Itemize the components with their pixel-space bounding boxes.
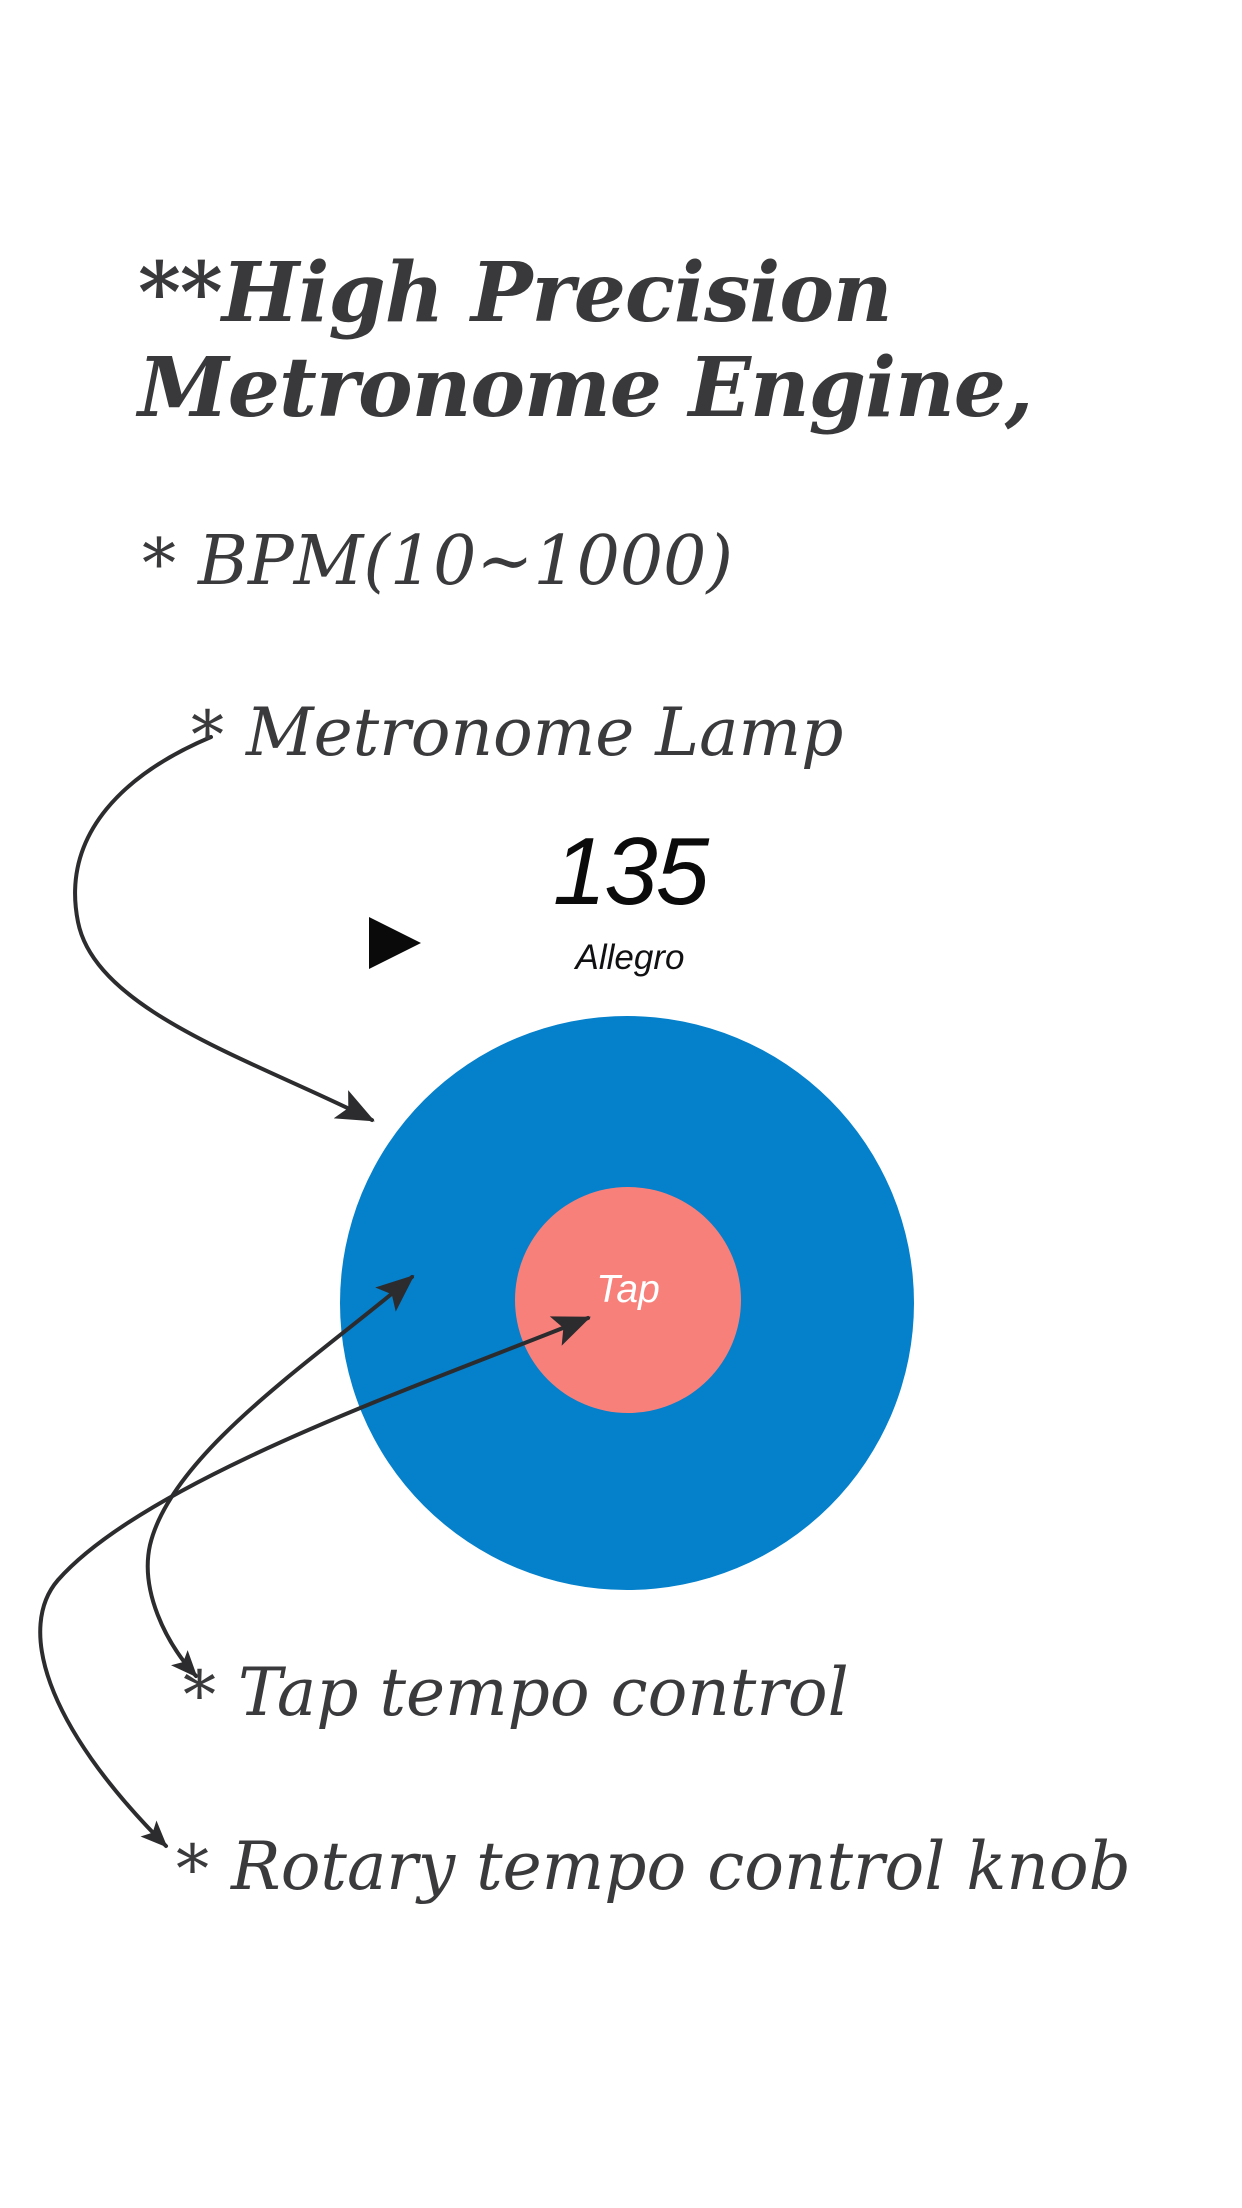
feature-tap-tempo: * Tap tempo control — [183, 1657, 849, 1734]
feature-tap-tempo-label: Tap tempo control — [238, 1654, 849, 1731]
feature-rotary-knob: * Rotary tempo control knob — [176, 1831, 1131, 1908]
annotation-arrow-rotary-knob — [38, 1316, 591, 1848]
feature-metronome-lamp-label: Metronome Lamp — [246, 694, 844, 771]
bpm-value-display: 135 — [552, 818, 709, 925]
page-title-line2: Metronome Engine, — [138, 340, 1033, 436]
bullet-asterisk: * — [183, 1657, 216, 1734]
page-title: **High Precision Metronome Engine, — [138, 246, 1038, 436]
feature-bpm-range: * BPM(10∼1000) — [142, 525, 733, 604]
bullet-asterisk: * — [142, 525, 176, 604]
play-button[interactable] — [369, 917, 421, 969]
tempo-marking-label: Allegro — [575, 938, 685, 977]
bullet-asterisk: * — [191, 697, 224, 774]
page-title-line1: **High Precision — [138, 245, 893, 341]
feature-rotary-knob-label: Rotary tempo control knob — [231, 1828, 1131, 1905]
feature-metronome-lamp: * Metronome Lamp — [191, 697, 843, 774]
feature-bpm-range-label: BPM(10∼1000) — [198, 522, 733, 601]
tap-button-label[interactable]: Tap — [596, 1268, 660, 1311]
annotation-arrow-metronome-lamp — [73, 735, 375, 1122]
bullet-asterisk: * — [176, 1831, 209, 1908]
